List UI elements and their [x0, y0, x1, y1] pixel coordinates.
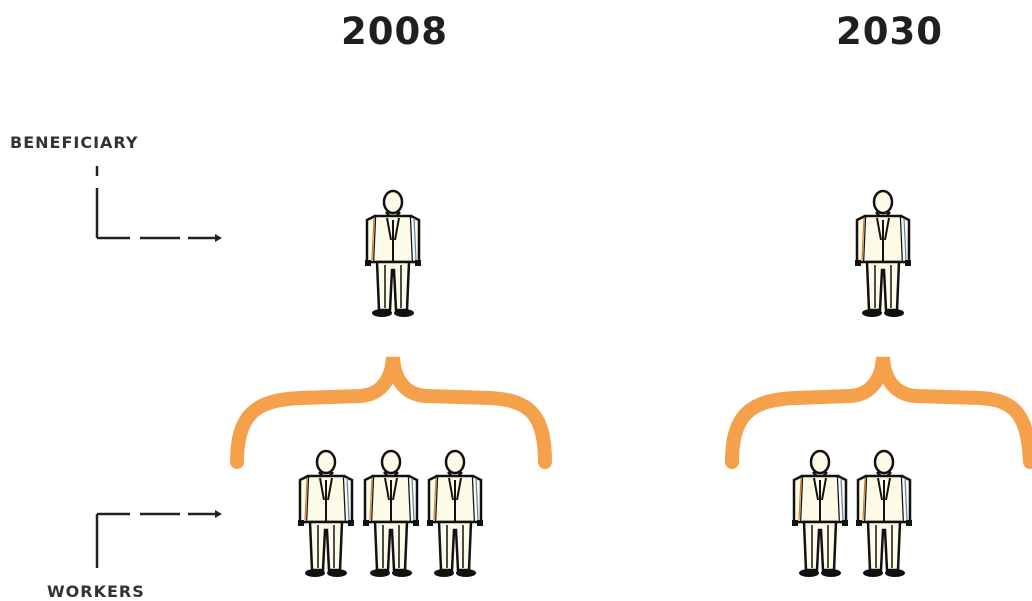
person-icon: [854, 449, 914, 579]
workers-connector: [95, 510, 222, 568]
workers-label: WORKERS: [47, 582, 145, 601]
curly-brace-icon: [230, 356, 552, 469]
year-2030-label: 2030: [836, 10, 943, 53]
person-icon: [296, 449, 356, 579]
person-icon: [790, 449, 850, 579]
person-icon: [361, 449, 421, 579]
person-icon: [425, 449, 485, 579]
beneficiary-connector: [95, 166, 222, 242]
person-icon: [363, 189, 423, 319]
person-icon: [853, 189, 913, 319]
year-2008-label: 2008: [341, 10, 448, 53]
beneficiary-label: BENEFICIARY: [10, 133, 139, 152]
curly-brace-icon: [725, 356, 1032, 469]
